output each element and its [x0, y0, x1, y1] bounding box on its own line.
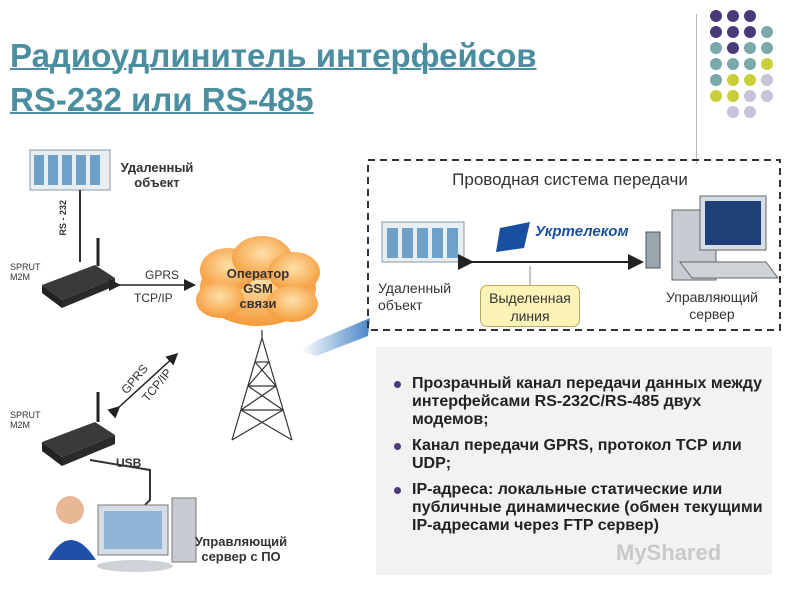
feature-item: IP-адреса: локальные статические или пуб… — [394, 481, 764, 535]
decorative-dot — [727, 90, 739, 102]
decorative-dot — [744, 74, 756, 86]
decorative-dot — [744, 106, 756, 118]
decorative-dot — [761, 90, 773, 102]
sprut-modem-icon — [42, 238, 115, 308]
decorative-dot — [710, 42, 722, 54]
wired-remote-device-icon — [381, 221, 465, 263]
decorative-dots-grid — [710, 10, 773, 118]
decorative-dot — [744, 90, 756, 102]
wired-server-icon — [671, 195, 779, 281]
decorative-dot — [761, 26, 773, 38]
decorative-dot — [727, 106, 739, 118]
bullet-dot-icon — [394, 487, 401, 494]
gprs-link-bottom — [107, 352, 179, 419]
decorative-dot — [710, 10, 722, 22]
features-panel: Прозрачный канал передачи данных между и… — [376, 347, 772, 575]
comparison-arrow-icon — [300, 318, 370, 356]
usb-label: USB — [116, 456, 142, 470]
left-server-label: Управляющий сервер с ПО — [194, 534, 288, 564]
operator-computer-icon — [48, 496, 197, 572]
wired-system-title: Проводная система передачи — [452, 170, 688, 189]
rs232-label: RS - 232 — [58, 200, 68, 236]
slide-title: Радиоудлинитель интерфейсов RS-232 или R… — [10, 34, 670, 122]
remote-object-device-icon — [29, 149, 111, 191]
wired-server-label: Управляющий сервер — [666, 289, 758, 322]
feature-text: Канал передачи GPRS, протокол TCP или UD… — [412, 437, 742, 472]
feature-item: Прозрачный канал передачи данных между и… — [394, 375, 764, 429]
remote-object-text: Удаленный объект — [120, 160, 194, 190]
bullet-dot-icon — [394, 443, 401, 450]
features-list: Прозрачный канал передачи данных между и… — [376, 347, 772, 535]
ukrtelecom-logo-icon — [496, 222, 530, 252]
decorative-divider — [696, 14, 697, 164]
decorative-dot — [710, 58, 722, 70]
wired-system-box — [367, 159, 781, 331]
decorative-dot — [761, 58, 773, 70]
feature-item: Канал передачи GPRS, протокол TCP или UD… — [394, 437, 764, 473]
gsm-operator-label: Оператор GSM связи — [226, 266, 290, 311]
watermark-text: MyShared — [616, 540, 722, 565]
bullet-dot-icon — [394, 381, 401, 388]
gprs-top-label: GPRS — [145, 268, 180, 282]
provider-logo-text: Укртелеком — [535, 223, 629, 240]
decorative-dot — [727, 10, 739, 22]
decorative-dot — [710, 74, 722, 86]
remote-object-label: Удаленный объект — [112, 160, 202, 190]
feature-text: Прозрачный канал передачи данных между и… — [412, 375, 763, 428]
leased-line-label: Выделенная линия — [489, 290, 571, 324]
wired-modem-icon — [645, 231, 661, 269]
decorative-dot — [727, 26, 739, 38]
decorative-dot — [710, 90, 722, 102]
decorative-dot — [744, 10, 756, 22]
decorative-dot — [727, 42, 739, 54]
decorative-dot — [727, 58, 739, 70]
decorative-dot — [744, 26, 756, 38]
gsm-cloud-icon — [196, 236, 320, 326]
feature-text: IP-адреса: локальные статические или пуб… — [412, 481, 763, 534]
wired-remote-object-label: Удаленный объект — [378, 280, 452, 313]
modem-1-label: SPRUT M2M — [10, 262, 41, 282]
leased-line-box: Выделенная линия — [480, 285, 580, 327]
decorative-dot — [761, 74, 773, 86]
decorative-dot — [727, 74, 739, 86]
tcpip-top-label: TCP/IP — [134, 291, 173, 305]
title-line-1: Радиоудлинитель интерфейсов — [10, 37, 537, 74]
decorative-dot — [710, 26, 722, 38]
decorative-dot — [744, 42, 756, 54]
radio-tower-icon — [231, 330, 293, 441]
title-line-2: RS-232 или RS-485 — [10, 81, 314, 118]
decorative-dot — [761, 42, 773, 54]
decorative-dot — [744, 58, 756, 70]
sprut-modem-2-icon — [42, 392, 115, 466]
modem-2-label: SPRUT M2M — [10, 410, 41, 430]
